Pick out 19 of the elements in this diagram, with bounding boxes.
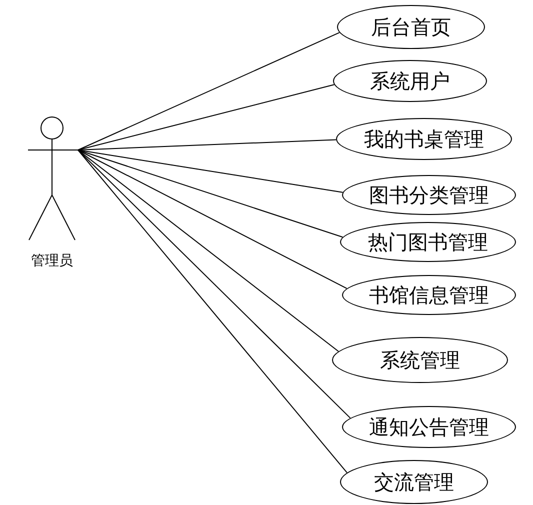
association-line (78, 150, 344, 193)
use-case-ellipse: 交流管理 (340, 460, 488, 504)
association-line (78, 150, 348, 474)
use-case-ellipse: 通知公告管理 (342, 406, 516, 448)
use-case-ellipse: 系统管理 (332, 337, 508, 383)
use-case-ellipse: 我的书桌管理 (336, 118, 512, 160)
association-line (78, 32, 340, 150)
use-case-ellipse: 书馆信息管理 (342, 275, 516, 315)
association-line (78, 139, 337, 150)
association-line (78, 150, 344, 238)
association-line (78, 150, 348, 289)
actor-label: 管理员 (30, 252, 74, 270)
association-line (78, 150, 351, 419)
use-case-ellipse: 热门图书管理 (340, 222, 516, 262)
use-case-ellipse: 图书分类管理 (342, 175, 516, 215)
use-case-ellipse: 系统用户 (333, 60, 487, 102)
association-line (78, 150, 339, 352)
use-case-ellipse: 后台首页 (337, 5, 485, 49)
association-line (78, 84, 335, 150)
